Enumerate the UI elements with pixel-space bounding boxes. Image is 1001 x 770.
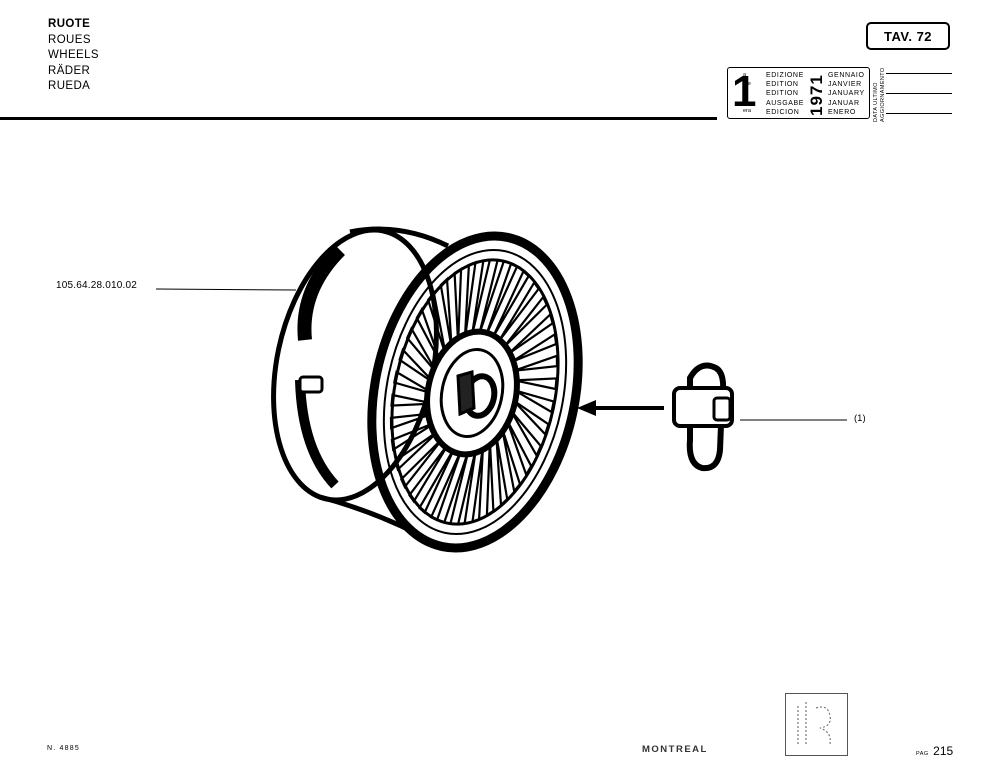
title-en: WHEELS (48, 49, 99, 61)
edition-word-es: EDICION (766, 108, 800, 116)
wheel-spoke (429, 448, 463, 522)
wheel-spoke (463, 260, 477, 339)
wheel-spoke (485, 440, 495, 518)
wheel-spoke (512, 399, 550, 437)
wheel-spoke (495, 434, 509, 508)
wheel-spoke (442, 448, 470, 526)
section-titles: RUOTE ROUES WHEELS RÄDER RUEDA (48, 17, 99, 95)
wheel-spoke (399, 436, 445, 490)
suffix-en: st (743, 90, 748, 96)
ordinal-suffixes: a ère st . era (743, 71, 751, 116)
assembly-arrow (577, 400, 664, 416)
wheel-spoke (398, 347, 436, 385)
wheel-spoke (439, 276, 453, 350)
month-fr: JANVIER (828, 81, 862, 89)
wheel-spoke (514, 389, 555, 414)
wheel-spoke (511, 332, 558, 363)
edition-word-en: EDITION (766, 90, 799, 98)
wheel-spoke (470, 258, 492, 337)
wheel-spoke (394, 429, 441, 472)
wheel-spoke (509, 409, 543, 458)
page-label: PAG (916, 751, 929, 757)
month-it: GENNAIO (828, 72, 865, 79)
wheel-spoke (390, 393, 434, 407)
wheel-spoke (389, 412, 435, 430)
brand-logo: MONTREAL (642, 744, 708, 755)
month-de: JANUAR (828, 99, 860, 107)
month-es: ENERO (828, 108, 856, 116)
page-number: PAG 215 (916, 742, 953, 760)
update-date-line (886, 113, 952, 114)
table-label: TAV. 72 (866, 22, 950, 50)
wheel-spoke (503, 294, 549, 348)
wheel-spoke (491, 269, 531, 339)
part-number-leader (155, 288, 297, 291)
wheel-part-number: 105.64.28.010.02 (56, 280, 138, 291)
month-en: JANUARY (828, 90, 865, 98)
wheel-spoke (485, 262, 519, 336)
stamp-mark (797, 702, 831, 746)
edition-months: GENNAIO JANVIER JANUARY JANUAR ENERO (828, 71, 865, 117)
title-fr: ROUES (48, 33, 91, 46)
wheel-spoke (513, 354, 559, 372)
page-number-value: 215 (933, 744, 954, 758)
edition-words: EDIZIONE EDITION EDITION AUSGABE EDICION (766, 71, 804, 117)
title-es: RUEDA (48, 80, 91, 92)
wheel-spoke (497, 280, 540, 343)
wheel-spoke (505, 418, 533, 478)
edition-number: 1 (732, 67, 757, 116)
suffix-it: a (743, 72, 747, 78)
ref-1-label: (1) (854, 413, 866, 424)
title-it: RUOTE (48, 18, 91, 30)
wheel-spoke (390, 421, 437, 452)
doc-number: N. 4885 (47, 745, 80, 752)
wheel-spoke (500, 427, 522, 494)
edition-box: 1 a ère st . era EDIZIONE EDITION EDITIO… (727, 67, 870, 119)
update-date-line (886, 73, 952, 74)
suffix-es: era (743, 108, 751, 114)
title-de: RÄDER (48, 64, 91, 77)
wheel-spoke (426, 290, 448, 357)
wheel-spoke (408, 441, 451, 504)
wheel-face (367, 231, 583, 553)
wheel-spokes (389, 258, 559, 526)
wheel-rim (271, 226, 450, 538)
balance-weight-part (672, 362, 734, 472)
suffix-fr: ère (743, 81, 751, 87)
header-rule (0, 117, 717, 120)
edition-word-it: EDIZIONE (766, 72, 804, 79)
edition-word-de: AUSGABE (766, 99, 805, 107)
suffix-de: . (743, 99, 745, 105)
wheel-spoke (453, 266, 463, 344)
wheel-spoke (417, 445, 457, 515)
wheel-spoke (507, 312, 554, 355)
wheel-spoke (456, 447, 478, 526)
wheel-spoke (405, 326, 439, 375)
wheel-spoke (471, 445, 485, 524)
wheel-spoke (478, 258, 506, 336)
edition-word-fr: EDITION (766, 81, 799, 89)
wheel-spoke (393, 370, 434, 395)
registration-stamp (785, 693, 848, 756)
wheel-spoke (514, 377, 558, 391)
wheel-spoke (415, 306, 443, 366)
update-date-line (886, 93, 952, 94)
